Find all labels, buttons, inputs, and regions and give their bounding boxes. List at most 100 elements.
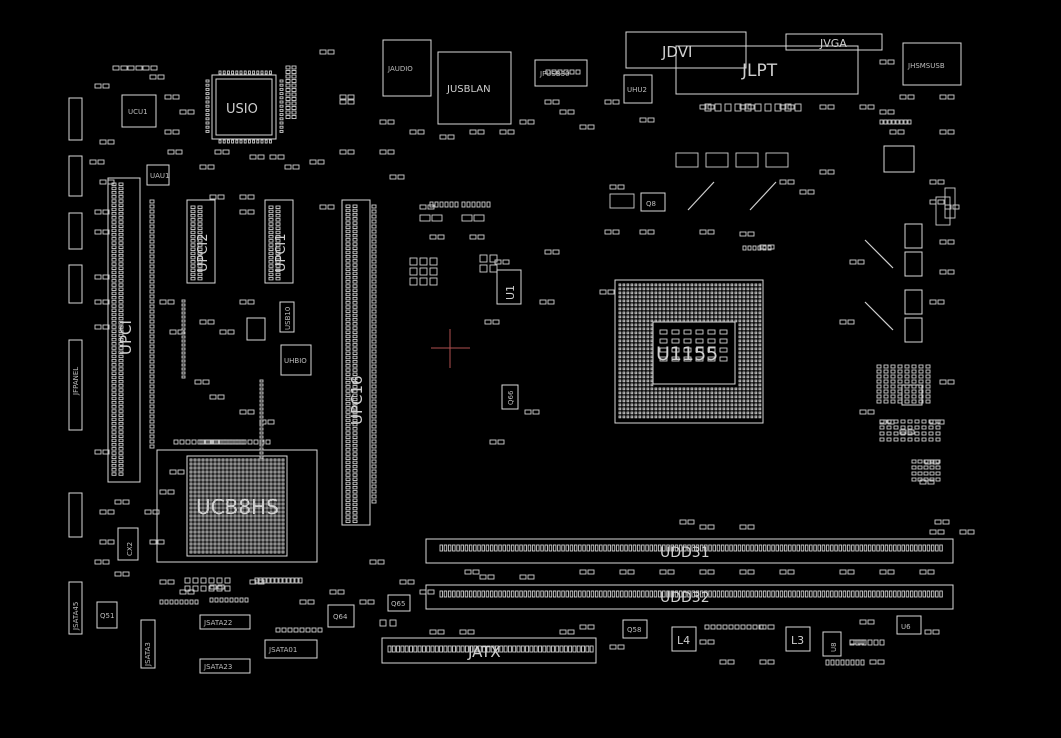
upci-slot[interactable]: UPCI: [107, 177, 141, 483]
right-square-chip[interactable]: [883, 145, 915, 173]
ucu1-chip[interactable]: UCU1: [121, 94, 157, 128]
jsata23-connector[interactable]: JSATA23: [199, 658, 251, 674]
upci-side-pad: [149, 274, 155, 279]
udd32-pin: [893, 590, 897, 598]
upci2-pin: [190, 251, 196, 256]
upc16-side-pad: [371, 224, 377, 229]
uau1-chip[interactable]: UAU1: [146, 164, 170, 186]
upci1-slot[interactable]: UPCI1: [264, 199, 294, 284]
jdvi-connector[interactable]: JDVI: [625, 31, 747, 69]
jsata22-connector[interactable]: JSATA22: [199, 614, 251, 630]
q65-transistor[interactable]: Q65: [387, 594, 411, 612]
usb10-chip[interactable]: USB10: [279, 301, 295, 333]
chipset-ball: [281, 486, 285, 490]
ucb8hs-chipset[interactable]: UCB8HS: [156, 449, 318, 563]
cpu-pin: [618, 375, 622, 379]
right-mosfet-2[interactable]: [904, 251, 923, 277]
cpu-pin: [646, 415, 650, 419]
q8-transistor[interactable]: Q8: [640, 192, 666, 212]
right-mosfet-1[interactable]: [904, 223, 923, 249]
jatx-connector[interactable]: JATX: [381, 637, 597, 664]
upci-pin: [111, 279, 117, 283]
u1-chip[interactable]: U1: [496, 269, 522, 305]
cpu-pin: [706, 387, 710, 391]
cpu-pin: [742, 415, 746, 419]
cpu-pin: [634, 315, 638, 319]
res-array: [918, 389, 924, 394]
udd32-dimm-slot[interactable]: UDD32: [425, 584, 954, 610]
jatx-pin: [426, 645, 431, 653]
jvga-label: JVGA: [819, 37, 847, 50]
q64-transistor[interactable]: Q64: [327, 604, 355, 628]
passive: [97, 159, 105, 165]
right-mosfet-4[interactable]: [904, 317, 923, 343]
cx2-crystal[interactable]: CX2: [117, 527, 139, 561]
cpu-pin: [726, 295, 730, 299]
cpu-pin: [738, 299, 742, 303]
cpu-pin: [666, 407, 670, 411]
u8-left-chip[interactable]: [246, 317, 266, 341]
q58-transistor[interactable]: Q58: [622, 619, 648, 639]
chipset-ball: [245, 466, 249, 470]
cpu-pin: [638, 319, 642, 323]
cpu-pin: [742, 355, 746, 359]
jsata3-connector[interactable]: JSATA3: [140, 619, 156, 669]
udd32-pin: [779, 590, 784, 598]
cpu-pin: [754, 411, 758, 415]
jhsmsusb-connector[interactable]: JHSMSUSB: [902, 42, 962, 86]
udd31-dimm-slot[interactable]: UDD31: [425, 538, 954, 564]
upci2-slot[interactable]: UPCI2: [186, 199, 216, 284]
cpu-pin: [718, 287, 722, 291]
udd31-pin: [846, 544, 851, 552]
jvga-connector[interactable]: JVGA: [785, 33, 883, 51]
res-strip: [184, 585, 191, 592]
passive: [787, 569, 795, 575]
upci-pin: [118, 329, 124, 333]
jaudio-connector[interactable]: JAUDIO: [382, 39, 432, 97]
cpu-pin: [754, 331, 758, 335]
cpu-pin: [674, 299, 678, 303]
res-strip: [173, 439, 179, 445]
cpu-pin: [674, 411, 678, 415]
passive: [122, 499, 130, 505]
jpusb3-connector[interactable]: JPUSB30: [534, 59, 588, 87]
cpu-pin: [638, 379, 642, 383]
cpu-pin: [646, 375, 650, 379]
upci-side-pad: [149, 359, 155, 364]
passive: [187, 109, 195, 115]
res-array: [911, 459, 917, 464]
jusblan-connector[interactable]: JUSBLAN: [437, 51, 512, 125]
cpu-pin: [694, 399, 698, 403]
upci-side-pad: [149, 384, 155, 389]
right-mosfet-3[interactable]: [904, 289, 923, 315]
udd31-pin: [678, 544, 683, 552]
cpu-pin: [718, 303, 722, 307]
cpu-pin: [674, 307, 678, 311]
usio-chip[interactable]: USIO: [211, 74, 277, 140]
uhu2-chip[interactable]: UHU2: [623, 74, 653, 104]
chipset-ball: [249, 546, 253, 550]
passive: [199, 319, 207, 325]
jlpt-connector[interactable]: JLPT: [675, 45, 859, 95]
upc16-slot[interactable]: UPC16: [341, 199, 371, 526]
u6-chip[interactable]: U6: [896, 615, 922, 635]
l3-inductor[interactable]: L3: [785, 626, 811, 652]
upci-side-pad: [149, 369, 155, 374]
cpu-pin: [690, 295, 694, 299]
passive: [439, 134, 447, 140]
chipset-ball: [201, 506, 205, 510]
upci-pin: [111, 371, 117, 375]
l4-inductor[interactable]: L4: [671, 626, 697, 652]
u1155-cpu-socket[interactable]: U1155: [614, 279, 764, 424]
jsata01-connector[interactable]: JSATA01: [264, 639, 318, 659]
pad-square: [419, 257, 428, 266]
cpu-pin: [618, 367, 622, 371]
q51-transistor[interactable]: Q51: [96, 601, 118, 629]
u8-chip[interactable]: U8: [822, 631, 842, 657]
q66-transistor[interactable]: Q66: [501, 384, 519, 410]
uhbio-chip[interactable]: UHBIO: [280, 344, 312, 376]
passive: [477, 234, 485, 240]
chipset-ball: [213, 478, 217, 482]
res-array: [923, 459, 929, 464]
right-small-chip[interactable]: [901, 384, 923, 406]
